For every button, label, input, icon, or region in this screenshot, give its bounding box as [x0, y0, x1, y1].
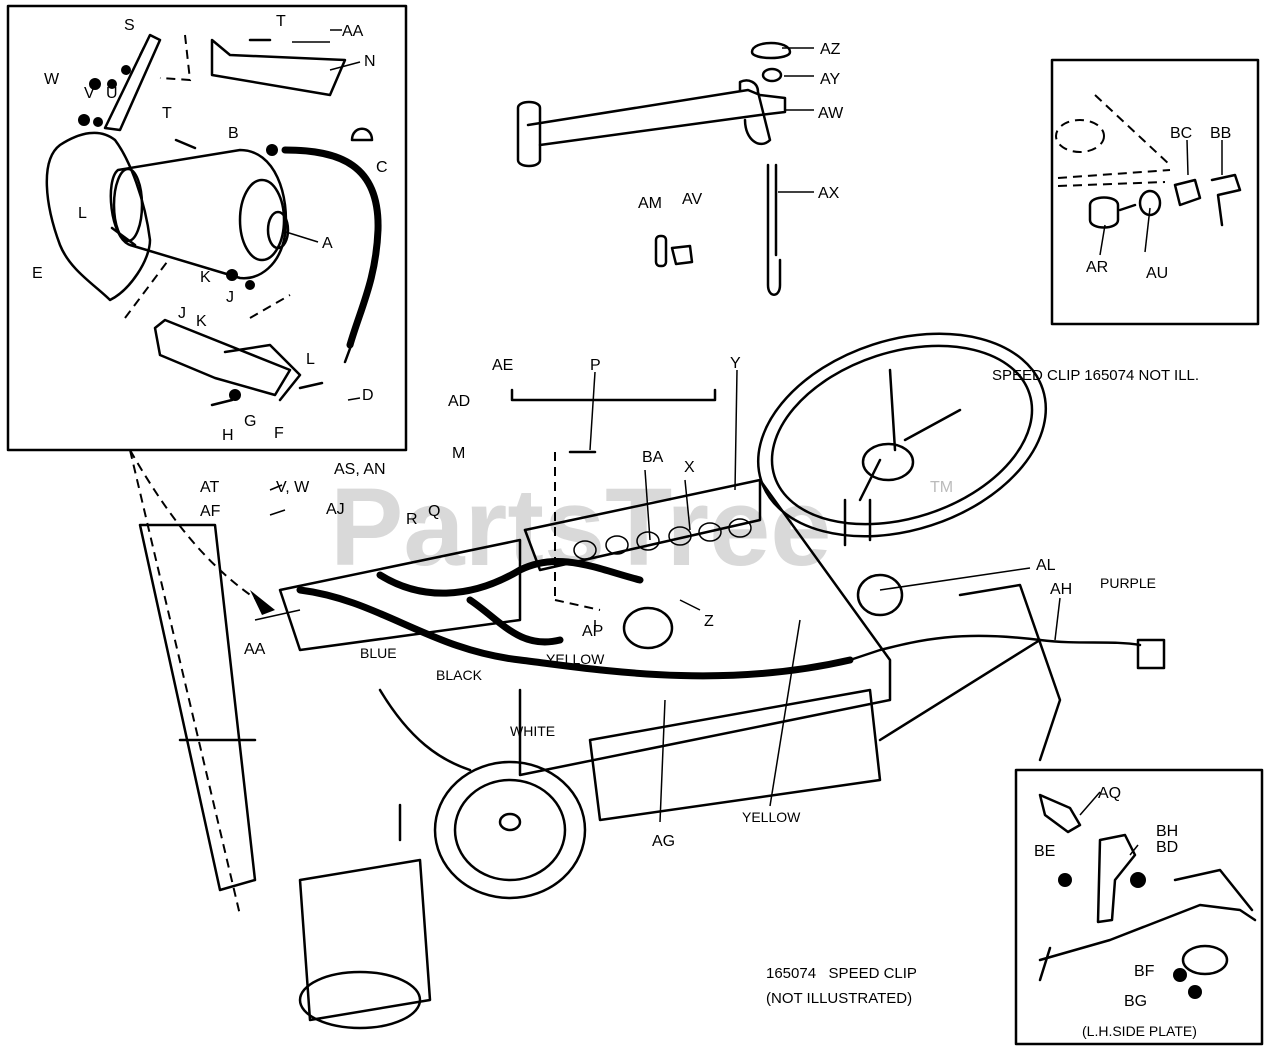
callout-t-mid: T	[162, 105, 172, 122]
choke-bracket-inset	[516, 41, 792, 296]
callout-r: R	[406, 511, 418, 528]
leader-lines	[254, 29, 1223, 856]
callout-a: A	[322, 235, 333, 252]
callout-k-upper: K	[200, 269, 211, 286]
wire-label-black: BLACK	[436, 667, 483, 683]
callout-t-top: T	[276, 13, 286, 30]
note-speed-clip-top: SPEED CLIP 165074 NOT ILL.	[992, 367, 1199, 384]
ignition-switch-inset	[1050, 58, 1260, 326]
callout-ah: AH	[1050, 581, 1072, 598]
callout-ae: AE	[492, 357, 513, 374]
callout-ba: BA	[642, 449, 664, 466]
callout-f: F	[274, 425, 284, 442]
callout-ax: AX	[818, 185, 840, 202]
callout-be: BE	[1034, 843, 1055, 860]
callout-s: S	[124, 17, 135, 34]
callout-al: AL	[1036, 557, 1056, 574]
callout-ag: AG	[652, 833, 675, 850]
callout-x: X	[684, 459, 695, 476]
callout-v: V	[84, 85, 95, 102]
callout-at: AT	[200, 479, 219, 496]
callout-aa-top: AA	[342, 23, 364, 40]
note-side-plate: (L.H.SIDE PLATE)	[1082, 1023, 1197, 1039]
callout-y: Y	[730, 355, 741, 372]
callout-au: AU	[1146, 265, 1168, 282]
wire-label-blue: BLUE	[360, 645, 397, 661]
tractor-assembly	[129, 332, 1166, 1030]
callout-vw: V, W	[276, 479, 310, 496]
callout-g: G	[244, 413, 256, 430]
callout-bg: BG	[1124, 993, 1147, 1010]
note-speed-clip-line2: (NOT ILLUSTRATED)	[766, 990, 912, 1007]
callout-l-left: L	[78, 205, 87, 222]
callout-aa-bottom: AA	[244, 641, 266, 658]
wire-color-labels: PURPLE BLUE BLACK YELLOW WHITE YELLOW	[360, 575, 1156, 825]
callout-bb: BB	[1210, 125, 1231, 142]
callout-ay: AY	[820, 71, 840, 88]
callout-bc: BC	[1170, 125, 1192, 142]
callout-c: C	[376, 159, 388, 176]
callouts: S T AA N W V U T B C E L A K J J K L D G…	[32, 13, 1231, 1010]
callout-av: AV	[682, 191, 702, 208]
callout-m: M	[452, 445, 465, 462]
trademark-mark: TM	[930, 479, 953, 496]
callout-bd: BD	[1156, 839, 1178, 856]
callout-w: W	[44, 71, 60, 88]
wire-label-purple: PURPLE	[1100, 575, 1156, 591]
watermark: PartsTree	[330, 466, 831, 589]
callout-ad: AD	[448, 393, 470, 410]
callout-bh: BH	[1156, 823, 1178, 840]
callout-asan: AS, AN	[334, 461, 386, 478]
callout-q: Q	[428, 503, 440, 520]
callout-p: P	[590, 357, 601, 374]
callout-k-lower: K	[196, 313, 207, 330]
note-speed-clip-line1: 165074 SPEED CLIP	[766, 965, 917, 982]
wire-label-white: WHITE	[510, 723, 555, 739]
callout-j-lower: J	[178, 305, 186, 322]
callout-aq: AQ	[1098, 785, 1121, 802]
callout-u: U	[106, 85, 118, 102]
callout-l-right: L	[306, 351, 315, 368]
starter-generator-inset	[6, 4, 408, 452]
callout-ap: AP	[582, 623, 603, 640]
callout-bf: BF	[1134, 963, 1155, 980]
callout-n: N	[364, 53, 376, 70]
callout-ar: AR	[1086, 259, 1108, 276]
notes: SPEED CLIP 165074 NOT ILL. 165074 SPEED …	[766, 367, 1199, 1039]
callout-aw: AW	[818, 105, 844, 122]
callout-aj: AJ	[326, 501, 345, 518]
callout-az: AZ	[820, 41, 841, 58]
callout-d: D	[362, 387, 374, 404]
side-plate-inset	[1014, 768, 1264, 1046]
callout-b: B	[228, 125, 239, 142]
callout-j-upper: J	[226, 289, 234, 306]
wire-label-yellow-mid: YELLOW	[546, 651, 605, 667]
callout-z: Z	[704, 613, 714, 630]
callout-e: E	[32, 265, 43, 282]
wire-label-yellow-low: YELLOW	[742, 809, 801, 825]
callout-am: AM	[638, 195, 662, 212]
callout-af: AF	[200, 503, 221, 520]
callout-h: H	[222, 427, 234, 444]
